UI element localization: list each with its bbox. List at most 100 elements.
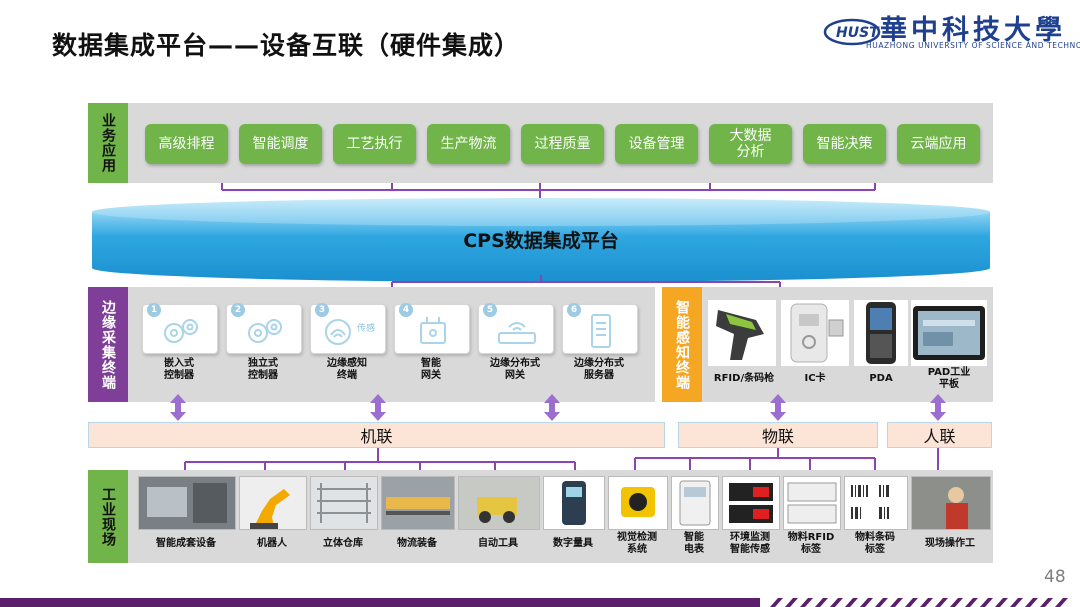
pda-icon (866, 302, 896, 364)
edge-label-bg (88, 287, 128, 402)
business-item-7[interactable]: 大数据 分析 (709, 124, 792, 164)
vision-inspection-image[interactable] (608, 476, 668, 530)
field-label-10: 物料RFID 标签 (787, 532, 835, 555)
barcode-scanner-icon (716, 310, 764, 360)
business-item-2[interactable]: 智能调度 (239, 124, 322, 164)
sensor-tag: 传感 (357, 324, 376, 334)
smart-label: 智能感知终端 (674, 299, 690, 390)
field-label-8: 智能 电表 (684, 532, 704, 555)
object-connection-bar: 物联 (678, 422, 878, 448)
platform-cylinder-top (92, 198, 990, 226)
machine-connection-bar: 机联 (88, 422, 665, 448)
hust-emblem-icon: HUST (823, 18, 881, 46)
edge-card-3-label: 边缘感知 终端 (327, 358, 367, 381)
page-number: 48 (1044, 567, 1066, 587)
business-connectors (221, 183, 876, 200)
university-logo: HUST (822, 10, 1072, 54)
business-item-6[interactable]: 设备管理 (615, 124, 698, 164)
page-title: 数据集成平台——设备互联（硬件集成） (52, 31, 521, 60)
smart-device-2[interactable] (781, 300, 849, 366)
footer-stripes (770, 598, 1068, 607)
edge-card-5-label: 边缘分布式 网关 (490, 358, 540, 381)
field-label: 工业现场 (100, 486, 116, 547)
human-connection-bar: 人联 (887, 422, 992, 448)
business-item-3[interactable]: 工艺执行 (333, 124, 416, 164)
ic-card-reader-icon (790, 303, 844, 363)
field-label-11: 物料条码 标签 (855, 532, 895, 555)
field-label-9: 环境监测 智能传感 (730, 532, 770, 555)
step-number: 6 (567, 303, 581, 317)
edge-card-6[interactable]: 6 (562, 303, 638, 354)
gateway-icon (420, 317, 446, 344)
business-item-1[interactable]: 高级排程 (145, 124, 228, 164)
edge-card-4-label: 智能 网关 (421, 358, 441, 381)
step-number: 3 (315, 303, 329, 317)
field-label-12: 现场操作工 (925, 538, 975, 549)
field-label-bg (88, 470, 128, 563)
university-name-en: HUAZHONG UNIVERSITY OF SCIENCE AND TECHN… (866, 41, 1080, 50)
edge-items: 1 嵌入式 控制器 2 独立式 控制器 3 传感 边缘感知 终端 4 智能 网关… (138, 298, 650, 394)
step-number: 4 (399, 303, 413, 317)
platform-connectors (391, 275, 781, 287)
edge-card-2-label: 独立式 控制器 (248, 358, 278, 381)
smart-device-4[interactable] (911, 300, 987, 366)
university-name-cn: 華中科技大學 (880, 15, 1066, 46)
edge-card-1-label: 嵌入式 控制器 (164, 358, 194, 381)
smart-device-3[interactable] (854, 300, 908, 366)
field-items: 智能成套设备 机器人 立体仓库 物流装备 自动工具 数字量具 视觉检测 系统 智… (138, 476, 991, 560)
field-label-5: 自动工具 (478, 538, 518, 549)
smart-device-1-label: RFID/条码枪 (713, 373, 775, 384)
step-number: 1 (147, 303, 161, 317)
rfid-tag-image[interactable] (783, 476, 841, 530)
smart-device-3-label: PDA (869, 373, 893, 384)
automatic-tool-image[interactable] (458, 476, 540, 530)
business-item-4[interactable]: 生产物流 (427, 124, 510, 164)
edge-card-2[interactable]: 2 (226, 303, 302, 354)
barcode-tag-image[interactable] (844, 476, 908, 530)
field-label-3: 立体仓库 (323, 538, 363, 549)
industrial-tablet-icon (913, 306, 985, 360)
smart-device-1[interactable] (708, 300, 776, 366)
edge-card-6-label: 边缘分布式 服务器 (574, 358, 624, 381)
smart-device-4-label: PAD工业 平板 (927, 367, 971, 390)
field-operator-image[interactable] (911, 476, 991, 530)
server-icon (591, 314, 611, 348)
field-connectors (184, 448, 939, 470)
logistics-equipment-image[interactable] (381, 476, 455, 530)
business-label: 业务应用 (100, 113, 116, 173)
double-arrows (170, 394, 946, 421)
smart-meter-image[interactable] (671, 476, 719, 530)
smart-label-bg (662, 287, 702, 402)
gears-icon (248, 319, 282, 343)
business-item-5[interactable]: 过程质量 (521, 124, 604, 164)
field-label-4: 物流装备 (397, 538, 437, 549)
edge-card-1[interactable]: 1 (142, 303, 218, 354)
field-label-2: 机器人 (257, 538, 287, 549)
warehouse-image[interactable] (310, 476, 378, 530)
router-icon (498, 322, 536, 344)
sensor-icon (325, 319, 351, 345)
edge-card-3[interactable]: 3 传感 (310, 303, 386, 354)
business-item-8[interactable]: 智能决策 (803, 124, 886, 164)
platform-label: CPS数据集成平台 (463, 230, 619, 252)
business-item-9[interactable]: 云端应用 (897, 124, 980, 164)
business-label-bg (88, 103, 128, 183)
field-band (88, 470, 993, 563)
step-number: 2 (231, 303, 245, 317)
edge-card-5[interactable]: 5 (478, 303, 554, 354)
platform-cylinder (92, 212, 990, 282)
smart-equipment-image[interactable] (138, 476, 236, 530)
step-number: 5 (483, 303, 497, 317)
environment-sensor-image[interactable] (722, 476, 780, 530)
field-label-1: 智能成套设备 (156, 538, 216, 549)
gears-icon (164, 319, 198, 343)
field-label-6: 数字量具 (553, 538, 593, 549)
digital-gauge-image[interactable] (543, 476, 605, 530)
field-label-7: 视觉检测 系统 (617, 532, 657, 555)
edge-label: 边缘采集终端 (100, 299, 116, 390)
edge-card-4[interactable]: 4 (394, 303, 470, 354)
svg-text:HUST: HUST (836, 25, 880, 41)
smart-device-2-label: IC卡 (804, 373, 826, 384)
footer-bar (0, 598, 760, 607)
robot-image[interactable] (239, 476, 307, 530)
